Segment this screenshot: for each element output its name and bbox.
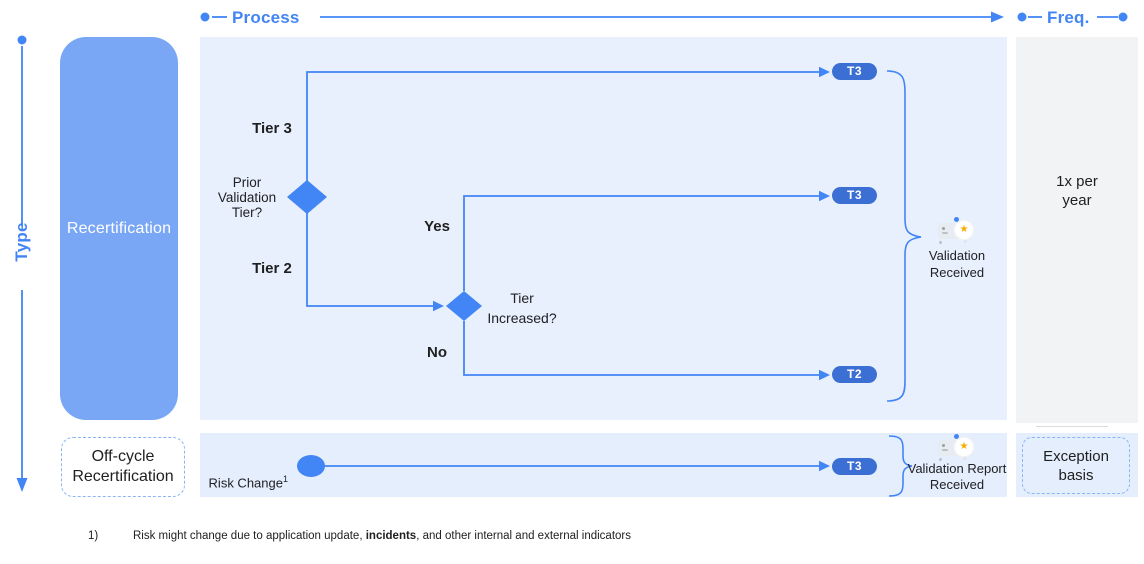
tier-pill-t3-offcycle: T3 (832, 458, 877, 475)
freq-axis-label: Freq. (1047, 8, 1090, 27)
offcycle-recertification-box: Off-cycle Recertification (61, 437, 185, 497)
branch-label-no: No (427, 344, 447, 361)
offcycle-row-panel (200, 433, 1007, 497)
process-arrowhead (991, 11, 1004, 23)
footnote-text: Risk might change due to application upd… (133, 530, 631, 542)
footnote-text-bold: incidents (365, 530, 417, 542)
footnote-text-post: , and other internal and external indica… (416, 530, 632, 542)
validation-report-received-label: Validation Report Received (907, 461, 1007, 492)
icon-gray-dot (939, 458, 942, 461)
icon-star-badge: ★ (955, 438, 973, 456)
type-axis-dot (17, 35, 27, 45)
prior-validation-question: Prior Validation Tier? (217, 175, 277, 220)
freq-axis-dot-right (1118, 12, 1128, 22)
icon-gray-dot (939, 241, 942, 244)
validation-award-icon: ★ (938, 216, 976, 246)
process-axis-dot (200, 12, 210, 22)
frequency-divider-line (1036, 426, 1108, 427)
tier-pill-t3-top: T3 (832, 63, 877, 80)
icon-blue-dot (954, 217, 959, 222)
icon-ribbon (961, 454, 969, 461)
icon-star-badge: ★ (955, 221, 973, 239)
tier-pill-t3-middle: T3 (832, 187, 877, 204)
type-arrowhead (16, 478, 28, 492)
freq-axis-dot-left (1017, 12, 1027, 22)
process-panel (200, 37, 1007, 420)
risk-change-footnote-ref: 1 (282, 474, 288, 484)
icon-ribbon (961, 237, 969, 244)
star-icon: ★ (959, 224, 969, 235)
icon-blue-dot (954, 434, 959, 439)
type-axis-label: Type (12, 222, 31, 262)
exception-basis-box: Exception basis (1022, 437, 1130, 494)
risk-change-label: Risk Change1 (204, 459, 288, 490)
recertification-box: Recertification (60, 37, 178, 420)
recertification-label: Recertification (66, 219, 172, 237)
frequency-yearly-label: 1x per year (1056, 173, 1098, 209)
validation-report-award-icon: ★ (938, 433, 976, 463)
frequency-offcycle-panel (1016, 433, 1138, 497)
branch-label-tier2: Tier 2 (252, 260, 292, 277)
risk-change-text: Risk Change (208, 475, 283, 491)
branch-label-yes: Yes (424, 218, 450, 235)
process-axis-label: Process (232, 8, 300, 27)
footnote-text-pre: Risk might change due to application upd… (133, 530, 366, 542)
validation-received-label: Validation Received (928, 248, 986, 280)
tier-pill-t2: T2 (832, 366, 877, 383)
star-icon: ★ (959, 441, 969, 452)
footnote-marker: 1) (88, 530, 99, 542)
frequency-panel (1016, 37, 1138, 423)
tier-increased-question: Tier Increased? (487, 290, 557, 326)
branch-label-tier3: Tier 3 (252, 120, 292, 137)
